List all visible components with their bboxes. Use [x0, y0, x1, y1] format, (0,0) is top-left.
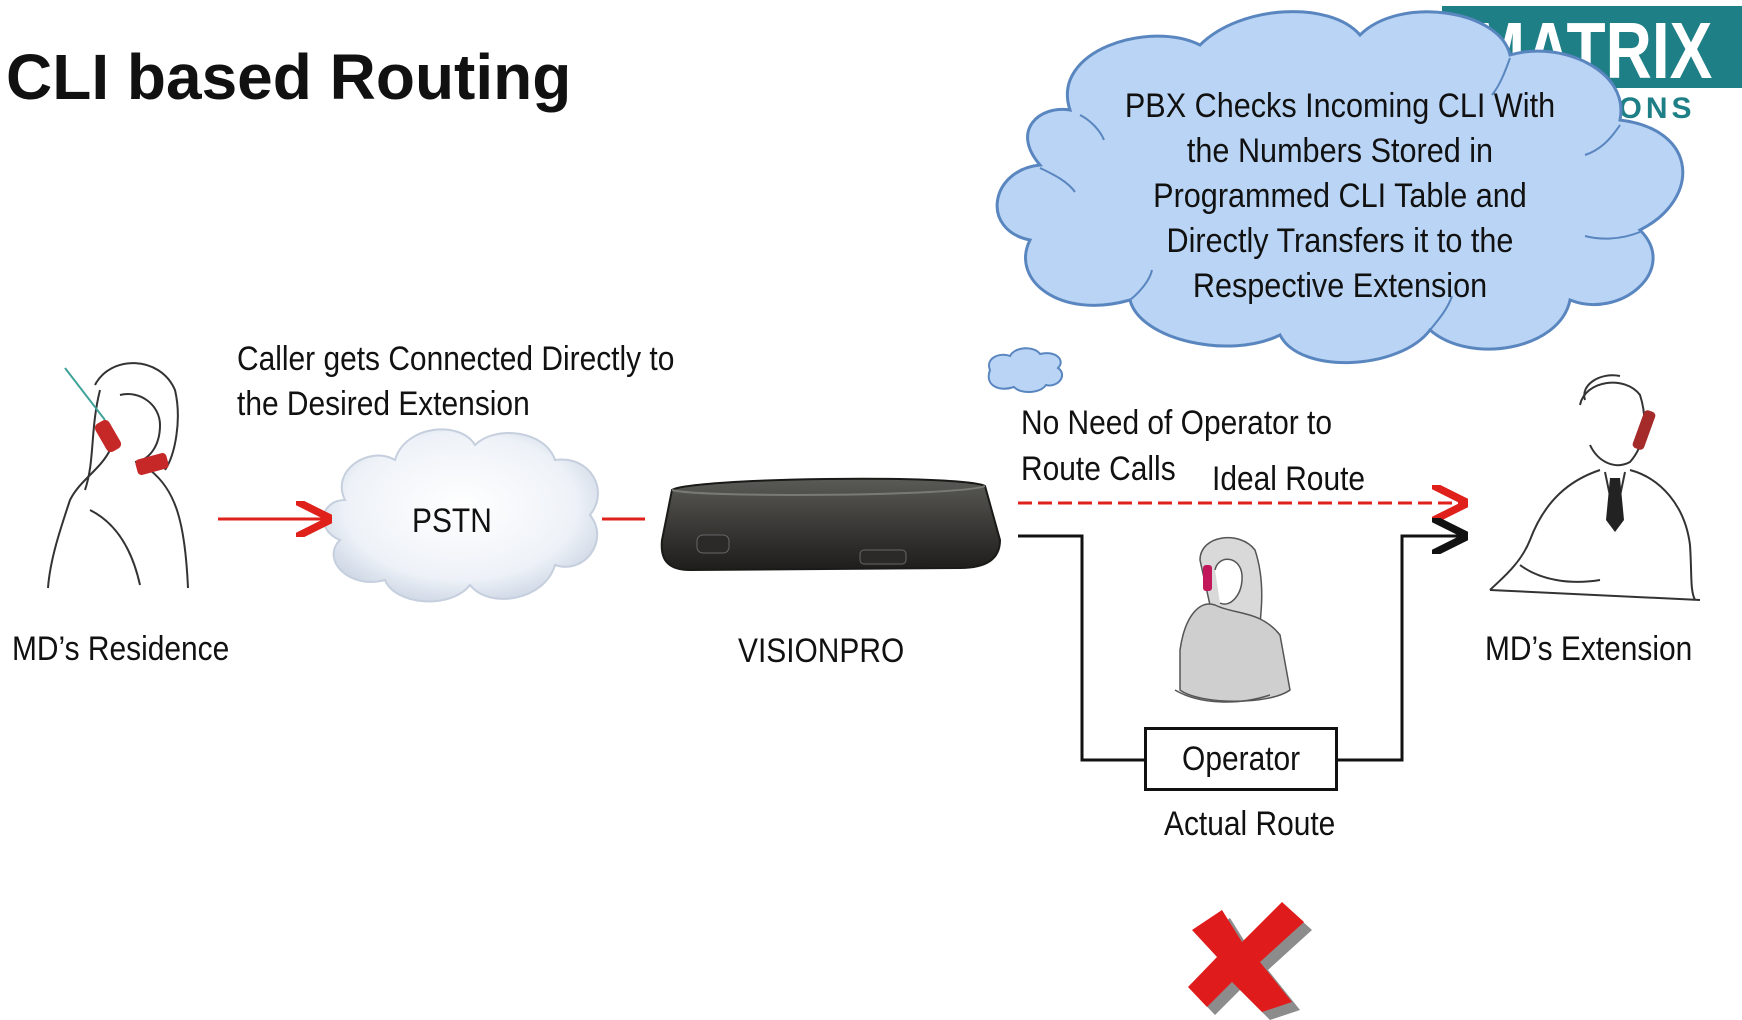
- visionpro-label: VISIONPRO: [738, 632, 905, 670]
- callout-line: Respective Extension: [1192, 267, 1488, 305]
- actual-route-path: [1018, 534, 1144, 762]
- extension-label: MD’s Extension: [1485, 630, 1693, 668]
- callout-line: PBX Checks Incoming CLI With: [1124, 87, 1556, 125]
- pstn-cloud: [322, 428, 599, 603]
- callout-cloud: [995, 10, 1685, 364]
- operator-box: Operator: [1144, 727, 1338, 791]
- caller-phone-base: [135, 453, 169, 475]
- caller-woman-figure: [47, 362, 189, 589]
- callout-line: Programmed CLI Table and: [1153, 177, 1527, 215]
- red-x-mark: [1188, 902, 1312, 1020]
- residence-label: MD’s Residence: [12, 630, 230, 668]
- callout-text: PBX Checks Incoming CLI With the Numbers…: [1124, 84, 1556, 309]
- ideal-route-label: Ideal Route: [1212, 460, 1366, 498]
- caller-phone: [94, 419, 122, 453]
- page-title: CLI based Routing: [6, 41, 572, 113]
- actual-route-label: Actual Route: [1164, 805, 1336, 843]
- no-operator-caption-line-1: No Need of Operator to: [1021, 404, 1333, 442]
- md-tie: [1606, 478, 1624, 532]
- md-man-figure: [1489, 374, 1701, 601]
- caller-caption-line-2: the Desired Extension: [237, 385, 530, 423]
- actual-route-return: [1338, 536, 1462, 762]
- callout-line: the Numbers Stored in: [1186, 132, 1494, 170]
- operator-label: Operator: [1181, 739, 1301, 778]
- operator-woman-figure: [1174, 536, 1291, 703]
- thought-bubble: [987, 347, 1064, 393]
- visionpro-device: [660, 477, 1002, 572]
- caller-caption-line-1: Caller gets Connected Directly to: [237, 340, 675, 378]
- no-operator-caption-line-2: Route Calls: [1021, 450, 1176, 488]
- md-phone: [1632, 410, 1656, 450]
- callout-line: Directly Transfers it to the: [1166, 222, 1514, 260]
- pstn-label: PSTN: [412, 502, 492, 540]
